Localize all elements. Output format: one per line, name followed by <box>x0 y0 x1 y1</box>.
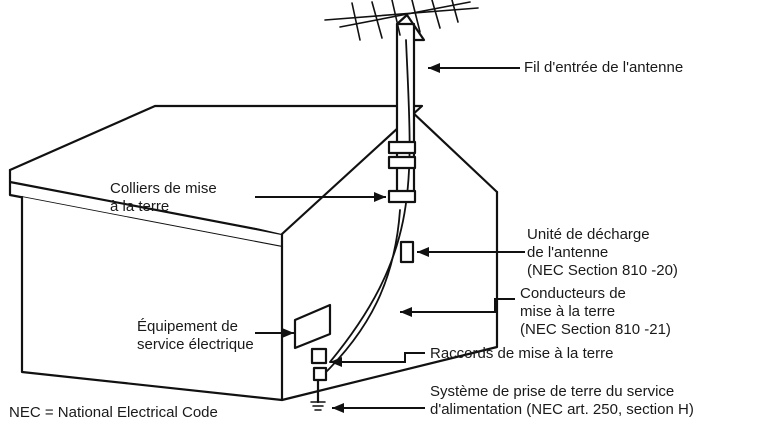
label-ground-clamps-line-2: à la terre <box>110 198 170 215</box>
arrow-connectors <box>330 352 425 363</box>
roof-front <box>8 168 284 249</box>
ground-conductor <box>319 209 401 379</box>
label-ground-clamps: Colliers de mise à la terre <box>110 180 217 216</box>
lead-in-wire <box>329 39 411 363</box>
discharge-unit-box <box>399 240 415 264</box>
wall-left <box>20 195 284 402</box>
label-antenna-lead-in: Fil d'entrée de l'antenne <box>524 59 684 76</box>
label-power-service-grounding: Système de prise de terre du service d'a… <box>430 383 694 419</box>
label-service-equipment-line-2: service électrique <box>137 336 254 353</box>
label-nec-note: NEC = National Electrical Code <box>9 404 218 421</box>
arrow-conductors <box>400 298 515 313</box>
label-ground-connectors: Raccords de mise à la terre <box>430 345 614 362</box>
label-power-service-grounding-line-1: Système de prise de terre du service <box>430 383 675 400</box>
label-discharge-unit-line-2: de l'antenne <box>527 244 609 261</box>
label-ground-clamps-line-1: Colliers de mise <box>110 180 217 197</box>
label-service-equipment: Équipement de service électrique <box>137 318 254 354</box>
label-grounding-conductors-line-3: (NEC Section 810 -21) <box>520 321 671 338</box>
label-power-service-grounding-line-2: d'alimentation (NEC art. 250, section H) <box>430 401 694 418</box>
clamp-3 <box>387 189 417 204</box>
ground-connector-2 <box>312 366 328 382</box>
label-discharge-unit-line-3: (NEC Section 810 -20) <box>527 262 678 279</box>
roof-slope <box>8 104 424 236</box>
wall-right <box>280 190 499 402</box>
label-grounding-conductors-line-2: mise à la terre <box>520 303 616 320</box>
clamp-1 <box>387 140 417 155</box>
service-equipment-box <box>293 303 332 350</box>
label-discharge-unit-line-1: Unité de décharge <box>527 226 650 243</box>
label-grounding-conductors: Conducteurs de mise à la terre (NEC Sect… <box>520 285 671 339</box>
antenna <box>324 0 479 41</box>
label-discharge-unit: Unité de décharge de l'antenne (NEC Sect… <box>527 226 678 280</box>
label-grounding-conductors-line-1: Conducteurs de <box>520 285 626 302</box>
label-service-equipment-line-1: Équipement de <box>137 318 238 335</box>
mast-post <box>395 22 416 202</box>
clamp-2 <box>387 155 417 170</box>
gable-edge <box>408 108 499 194</box>
mast-cap <box>395 13 426 42</box>
ground-connector-1 <box>310 347 328 365</box>
